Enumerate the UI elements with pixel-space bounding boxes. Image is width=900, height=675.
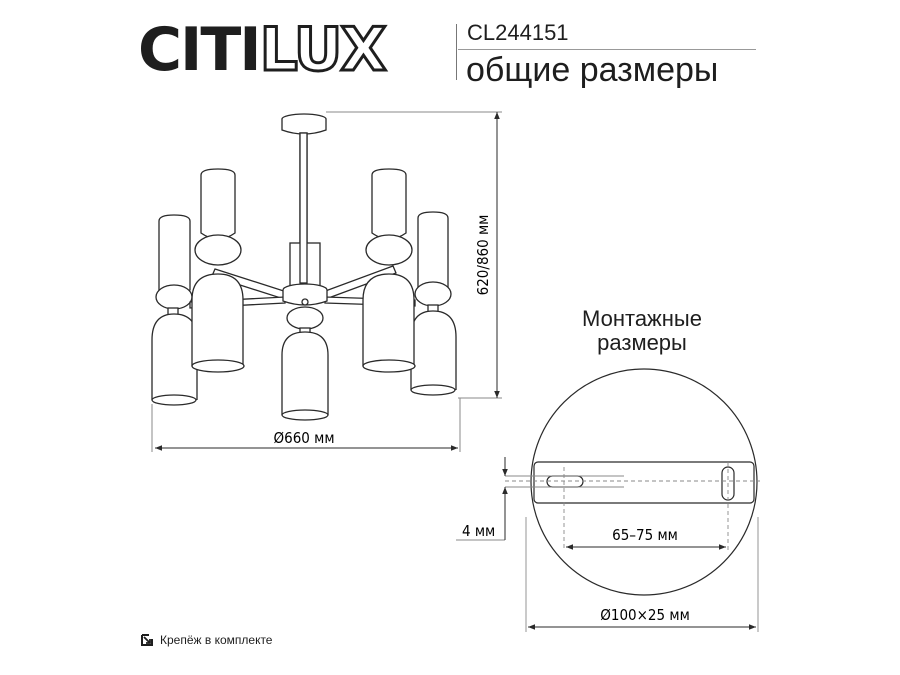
footer-label: Крепёж в комплекте <box>160 633 273 647</box>
chandelier-drawing <box>151 113 457 421</box>
mounting-section-title: Монтажные размеры <box>572 307 712 355</box>
diameter-dimension-label: Ø660 мм <box>273 429 334 447</box>
page-subtitle: общие размеры <box>466 51 719 89</box>
hole-spacing-label: 65–75 мм <box>612 526 678 544</box>
mounting-kit-icon <box>141 634 153 646</box>
slot-width-label: 4 мм <box>462 522 495 540</box>
mounting-title-line2: размеры <box>597 330 687 355</box>
model-number: CL244151 <box>467 20 569 45</box>
mounting-title-line1: Монтажные <box>582 306 702 331</box>
lamp-back-right <box>410 211 457 396</box>
lamp-front-left <box>191 168 245 373</box>
plate-size-label: Ø100×25 мм <box>600 606 690 624</box>
header-rule <box>458 49 756 50</box>
lamp-back-left <box>151 214 198 406</box>
header-divider <box>456 24 457 80</box>
footer-note: Крепёж в комплекте <box>140 633 272 647</box>
mounting-plate-drawing <box>456 368 760 632</box>
brand-logo: CITILUX <box>138 19 388 82</box>
lamp-front-right <box>362 168 416 373</box>
dimension-lines <box>151 111 502 452</box>
height-dimension-label: 620/860 мм <box>474 215 492 296</box>
lamp-center <box>281 306 329 421</box>
brand-logo-outline: LUX <box>258 15 388 85</box>
brand-logo-solid: CITI <box>138 15 262 85</box>
